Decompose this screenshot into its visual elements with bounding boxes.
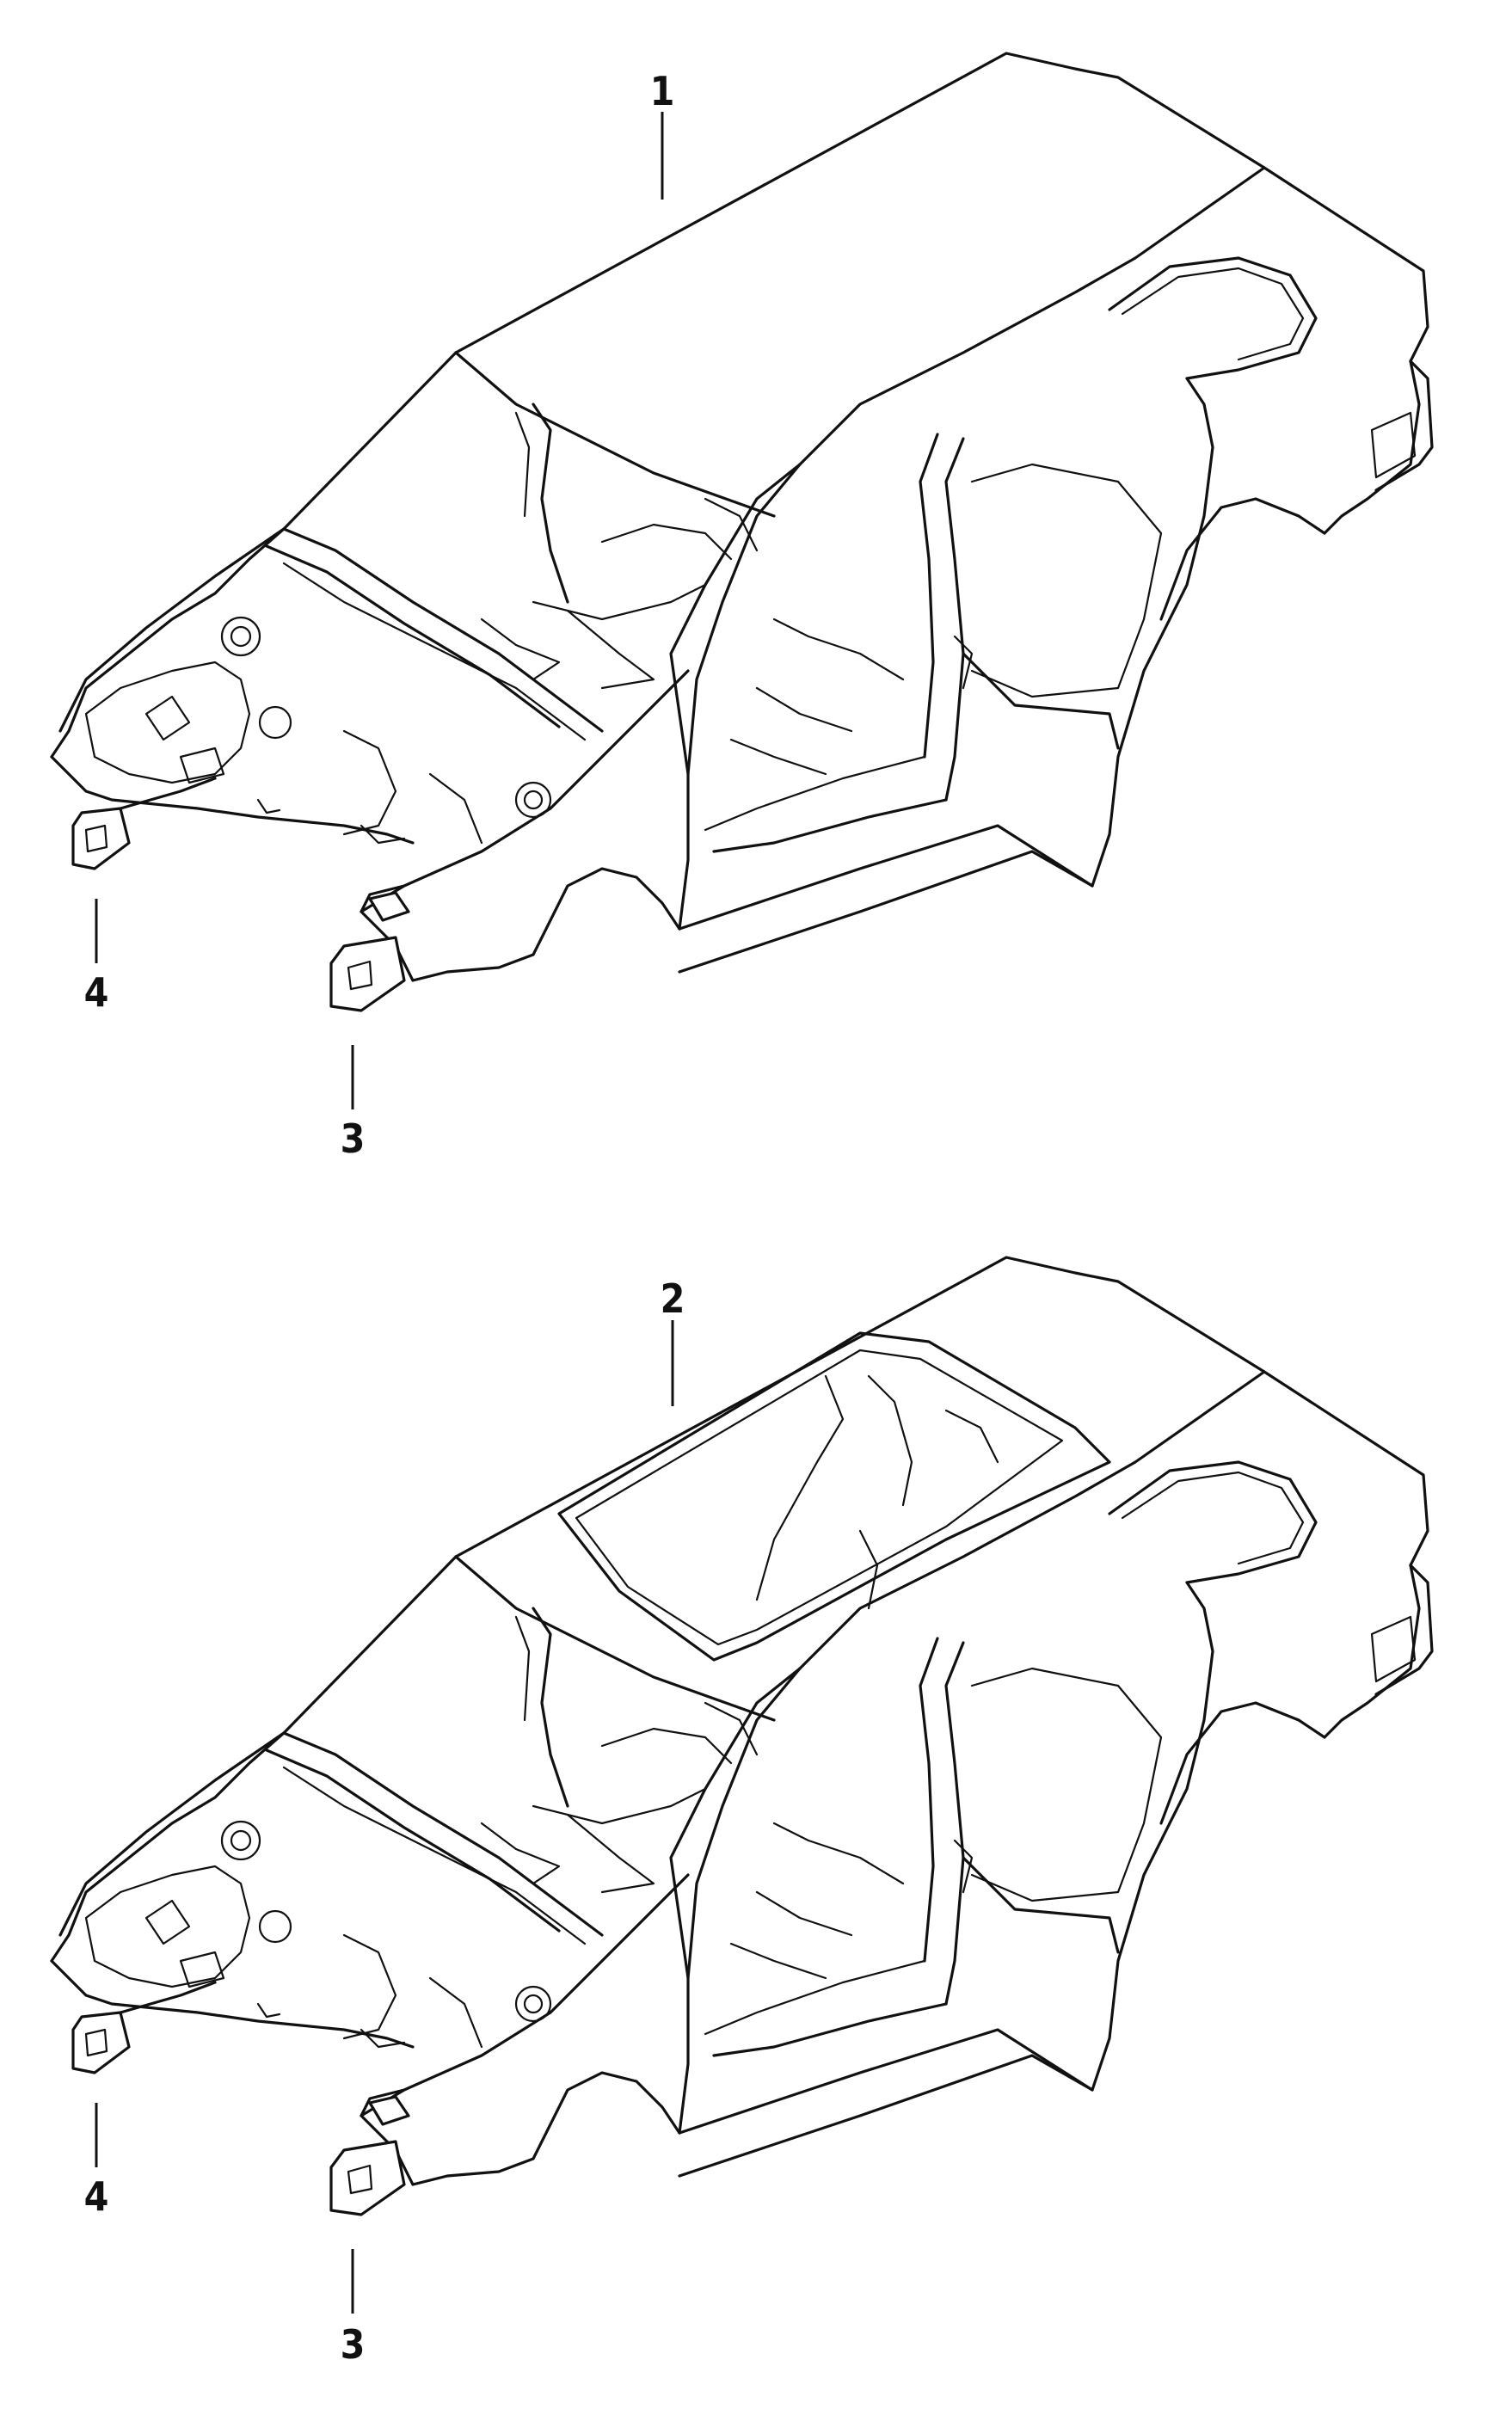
callout-4-top: 4 <box>84 969 109 1016</box>
body-shell-bottom <box>50 1256 1434 2216</box>
callout-3-bottom: 3 <box>341 2321 366 2368</box>
callout-4-bottom: 4 <box>84 2173 109 2220</box>
sunroof-opening <box>557 1331 1111 1662</box>
callout-3-top: 3 <box>341 1115 366 1162</box>
callout-1: 1 <box>650 68 675 114</box>
callout-2: 2 <box>661 1275 685 1322</box>
body-shell-top <box>50 52 1434 1012</box>
